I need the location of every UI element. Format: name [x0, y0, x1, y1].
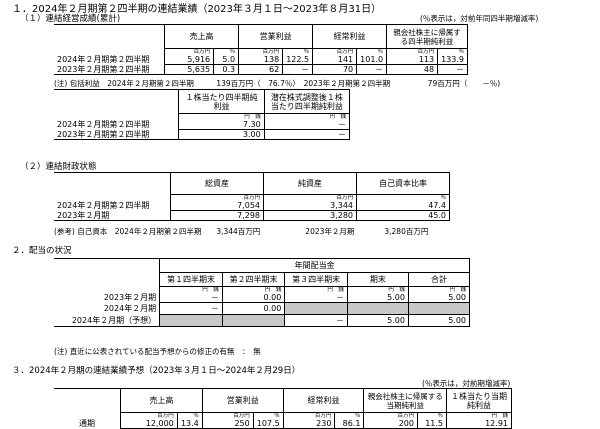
cell-pct: － — [356, 64, 388, 75]
col-header-eps: １株当たり当期純利益 — [446, 388, 512, 413]
eps-table: １株当たり四半期純利益 潜在株式調整後１株当たり四半期純利益 2024年２月期第… — [54, 89, 351, 140]
cell-value — [159, 314, 223, 327]
col-header-operating-profit: 営業利益 — [201, 388, 284, 413]
cell-value: 230 — [316, 419, 332, 428]
section-heading-dividends: ２．配当の状況 — [12, 246, 72, 256]
col-header-sales: 売上高 — [163, 24, 240, 49]
cell-value: 5.00 — [346, 314, 409, 327]
cell-value: 5.00 — [387, 293, 405, 302]
cell-value: 5,635 — [163, 64, 215, 75]
row-label: 2023年２月期 — [103, 293, 157, 302]
cell-value: 3,344 — [330, 201, 353, 210]
cell-pct: 0.3 — [213, 64, 240, 75]
col-header-net-income: 親会社株主に帰属する四半期純利益 — [386, 24, 468, 49]
comprehensive-income-note: (注) 包括利益 2024年２月期第２四半期 139百万円（ 76.7％） 20… — [54, 79, 501, 88]
cell-pct: 101.0 — [360, 55, 384, 64]
cell-value: 5.00 — [407, 314, 471, 327]
col-header-diluted-eps: 潜在株式調整後１株当たり四半期純利益 — [263, 89, 351, 114]
col-header-ordinary-profit: 経常利益 — [282, 388, 365, 413]
page-title: １．2024年２月期第２四半期の連結業績（2023年３月１日～2023年８月31… — [12, 4, 382, 15]
row-label: 2023年２月期第２四半期 — [54, 129, 179, 140]
cell-value: 70 — [312, 64, 358, 75]
col-header-q3: 第３四半期末 — [284, 272, 348, 287]
cell-value: 5.00 — [448, 293, 466, 302]
cell-pct: － — [282, 64, 314, 75]
col-header-net-assets: 純資産 — [263, 172, 357, 195]
section-heading-financial-position: （２）連結財政状態 — [20, 162, 97, 172]
col-header-eps: １株当たり四半期純利益 — [178, 89, 265, 114]
cell-pct: 11.5 — [425, 419, 443, 428]
col-header-year-end: 期末 — [346, 272, 409, 287]
cell-pct: 133.9 — [441, 55, 464, 64]
col-header-total-assets: 総資産 — [170, 172, 264, 195]
cell-value: － — [335, 293, 344, 302]
cell-pct: 122.5 — [286, 55, 310, 64]
dividend-revision-note: (注) 直近に公表されている配当予想からの修正の有無 ： 無 — [54, 347, 261, 356]
equity-reference-note: (参考) 自己資本 2024年２月期第２四半期 3,344百万円 2023年２月… — [54, 227, 429, 236]
col-header-operating-profit: 営業利益 — [238, 24, 314, 49]
cell-value: 7,054 — [237, 201, 260, 210]
cell-value: 0.00 — [263, 293, 282, 302]
section-heading-forecast: ３．2024年２月期の連結業績予想（2023年３月１日～2024年２月29日） — [12, 366, 301, 376]
cell-value: 12,000 — [145, 419, 174, 428]
forecast-table: 売上高 営業利益 経常利益 親会社株主に帰属する当期純利益 １株当たり当期純利益… — [54, 388, 512, 429]
cell-value: 141 — [337, 55, 354, 64]
cell-value: 3.00 — [178, 129, 265, 140]
col-header-q2: 第２四半期末 — [221, 272, 286, 287]
section-heading-operating-results: （１）連結経営成績(累計) — [20, 14, 121, 24]
col-header-q1: 第１四半期末 — [159, 272, 223, 287]
percent-note: (％表示は，対前年同四半期増減率) — [420, 14, 539, 23]
cell-value: 113 — [418, 55, 435, 64]
operating-results-table: 売上高 営業利益 経常利益 親会社株主に帰属する四半期純利益 2024年２月期第… — [54, 24, 468, 75]
row-label: 2024年２月期 — [103, 304, 157, 313]
cell-value: 62 — [238, 64, 284, 75]
cell-value: 200 — [398, 419, 414, 428]
row-label: 2024年２月期第２四半期 — [57, 201, 150, 210]
cell-value — [346, 302, 409, 315]
cell-value: － — [159, 302, 223, 315]
cell-value: 5,916 — [187, 55, 211, 64]
cell-value — [284, 302, 348, 315]
cell-value: － — [210, 293, 219, 302]
row-label: 2024年２月期（予想） — [54, 314, 160, 327]
cell-value: － — [338, 120, 346, 129]
row-label: 2024年２月期第２四半期 — [57, 120, 150, 129]
cell-value: 250 — [234, 419, 250, 428]
row-label: 2023年２月期第２四半期 — [54, 64, 165, 75]
col-header-annual-dividend: 年間配当金 — [159, 258, 470, 273]
cell-pct: 107.5 — [256, 419, 280, 428]
col-header-ordinary-profit: 経常利益 — [312, 24, 388, 49]
col-header-total: 合計 — [407, 272, 471, 287]
col-header-equity-ratio: 自己資本比率 — [356, 172, 450, 195]
cell-value: 7.30 — [242, 120, 261, 129]
cell-value: 12.91 — [485, 419, 508, 428]
row-label: 2024年２月期第２四半期 — [57, 55, 150, 64]
cell-value — [221, 314, 286, 327]
cell-value: 138 — [263, 55, 280, 64]
cell-value: 48 — [386, 64, 439, 75]
cell-value: 0.00 — [221, 302, 286, 315]
col-header-net-income: 親会社株主に帰属する当期純利益 — [363, 388, 447, 413]
cell-value: 45.0 — [356, 210, 450, 221]
forecast-percent-note: (％表示は，対前期増減率) — [422, 379, 511, 388]
cell-value: 47.4 — [428, 201, 446, 210]
cell-value: 7,298 — [170, 210, 264, 221]
cell-pct: 86.1 — [342, 419, 361, 428]
cell-pct: 5.0 — [222, 55, 236, 64]
col-header-sales: 売上高 — [120, 388, 203, 413]
cell-pct: － — [437, 64, 468, 75]
row-label: 2023年２月期 — [54, 210, 171, 221]
cell-value — [407, 302, 471, 315]
cell-pct: 13.4 — [180, 419, 199, 428]
dividends-table: 年間配当金 第１四半期末 第２四半期末 第３四半期末 期末 合計 2023年２月… — [54, 258, 471, 327]
cell-value: － — [263, 129, 351, 140]
cell-value: － — [284, 314, 348, 327]
row-label: 通期 — [79, 419, 95, 428]
cell-value: 3,280 — [263, 210, 357, 221]
